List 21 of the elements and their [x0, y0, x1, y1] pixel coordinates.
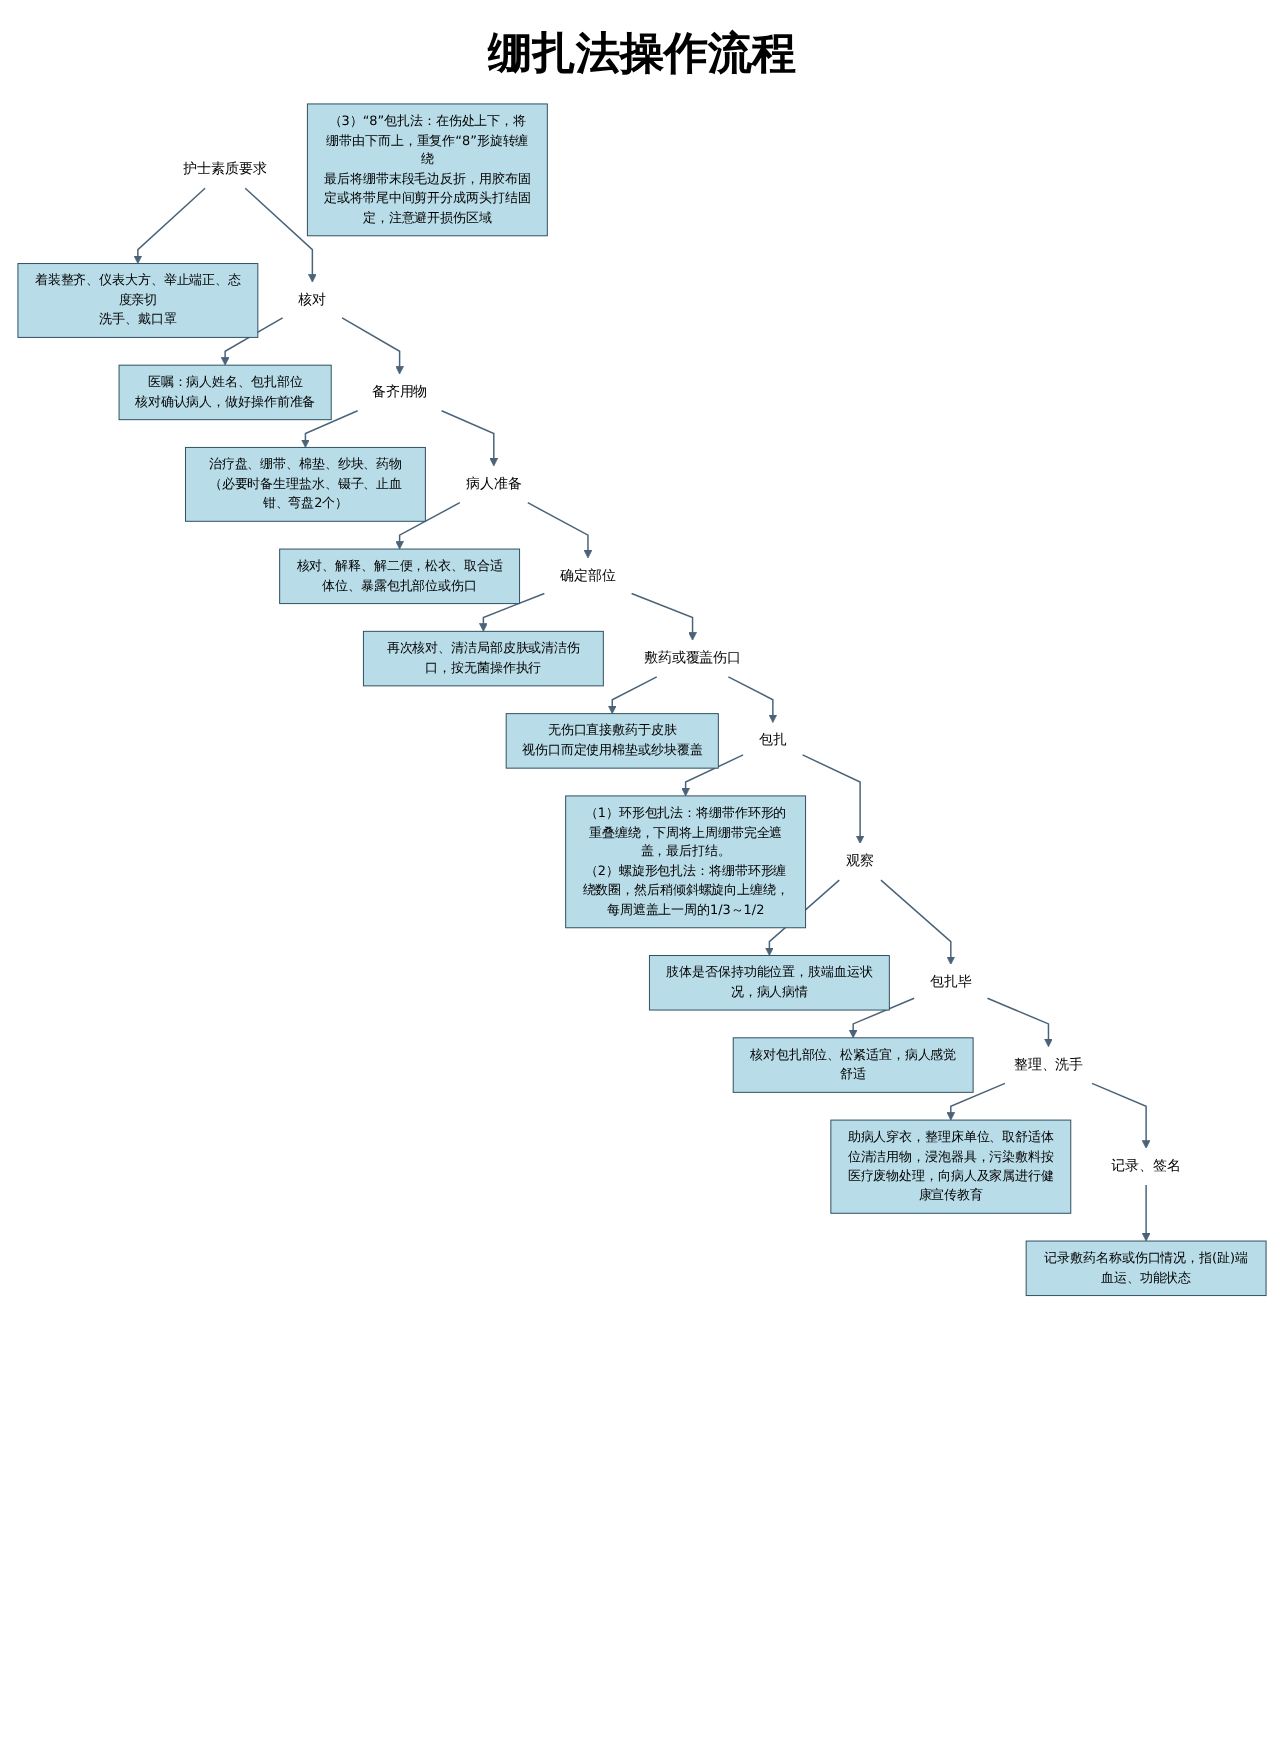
arrow — [630, 592, 697, 641]
arrow — [440, 410, 499, 467]
arrow — [727, 676, 778, 723]
arrow — [801, 754, 865, 844]
diagram-title: 绷扎法操作流程 — [485, 27, 798, 84]
arrow — [479, 592, 546, 632]
arrow — [301, 410, 359, 448]
arrow — [395, 501, 461, 550]
arrow — [1141, 1184, 1151, 1242]
arrow — [848, 997, 915, 1039]
arrow — [946, 1082, 1006, 1121]
arrow — [681, 754, 744, 797]
arrow — [986, 997, 1053, 1048]
arrow — [527, 501, 593, 559]
arrow — [880, 879, 956, 965]
arrow — [607, 676, 658, 714]
arrow — [244, 187, 317, 283]
arrow — [220, 317, 284, 366]
arrow — [341, 317, 404, 375]
arrow — [1091, 1082, 1151, 1149]
arrow — [133, 187, 206, 264]
